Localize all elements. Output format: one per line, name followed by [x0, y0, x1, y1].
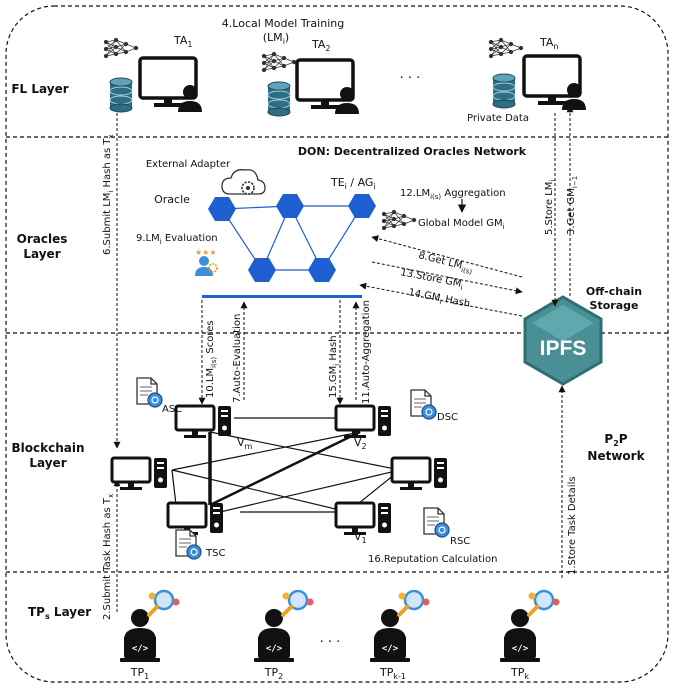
step15-label: 15.GMi Hash — [328, 335, 341, 398]
network-label: Network — [587, 449, 645, 463]
external-adapter-label: External Adapter — [146, 159, 231, 170]
step9-label: 9.LMi Evaluation — [136, 233, 218, 246]
asc-contract-icon — [136, 377, 163, 408]
vm-label: Vm — [237, 436, 253, 451]
ta-ellipsis: · · · — [400, 71, 421, 86]
oracles-layer-label: Oracles — [17, 232, 68, 246]
oracle-node-3 — [348, 194, 376, 218]
tan-label: TAn — [539, 36, 558, 51]
don-title: DON: Decentralized Oracles Network — [298, 145, 527, 158]
step4-label: 4.Local Model Training — [222, 17, 344, 30]
svg-text:★★★: ★★★ — [195, 248, 217, 257]
validator-v1-computer — [334, 501, 393, 537]
oracles-layer-label-2: Layer — [23, 247, 60, 261]
tpk1-user-icon — [368, 589, 432, 664]
ta2-computer-icon — [295, 58, 361, 116]
oracle-node-1 — [208, 197, 236, 221]
offchain-label: Off-chain — [586, 285, 642, 298]
vertical-arrows — [113, 105, 574, 612]
step16-label: 16.Reputation Calculation — [368, 554, 497, 565]
tp2-user-icon — [252, 589, 316, 664]
fl-layer-label: FL Layer — [11, 82, 68, 96]
step10-label: 10.LMi(s) Scores — [205, 320, 218, 398]
blockchain-links — [171, 417, 401, 513]
database-icon — [492, 73, 516, 109]
tp1-user-icon — [118, 589, 182, 664]
tp-ellipsis: · · · — [320, 635, 341, 650]
blockchain-layer-label-2: Layer — [29, 456, 66, 470]
arrow-step8 — [371, 235, 523, 278]
global-model-icon — [381, 209, 417, 231]
cloud-gear-icon — [221, 169, 266, 195]
tpk1-label: TPk-1 — [379, 666, 406, 681]
step5-label: 5.Store LMi — [544, 180, 557, 235]
tpk-user-icon — [498, 589, 562, 664]
step7-label: 7.Auto-Evaluation — [232, 314, 243, 403]
private-data-label: Private Data — [467, 113, 529, 124]
blockchain-layer-label: Blockchain — [11, 441, 84, 455]
tp1-label: TP1 — [130, 666, 149, 681]
ta1-computer-icon — [138, 56, 204, 114]
tsc-label: TSC — [205, 548, 225, 559]
validator-vm-computer — [174, 404, 233, 440]
v2-label: V2 — [354, 436, 367, 451]
svg-text:IPFS: IPFS — [540, 337, 587, 360]
step11-label: 11.Auto-Aggregation — [361, 300, 372, 404]
database-icon — [267, 81, 291, 117]
offchain-label-2: Storage — [590, 299, 639, 312]
step4-label-lm: (LMi) — [263, 31, 289, 46]
validator-right-computer — [390, 456, 449, 492]
p2p-label: P2P — [604, 432, 627, 448]
oracle-node-5 — [308, 258, 336, 282]
te-ag-label: TEi / AGi — [330, 176, 376, 191]
step3-label: 3.Get GMi−1 — [566, 176, 579, 235]
neural-network-icon — [488, 37, 524, 59]
evaluation-icon: ★★★ — [195, 248, 218, 276]
rsc-contract-icon — [423, 507, 450, 538]
arrow-step13 — [371, 261, 523, 295]
global-model-label: Global Model GMi — [418, 218, 505, 231]
step1-label: 1.Store Task Details — [567, 476, 578, 575]
dsc-label: DSC — [437, 412, 458, 423]
outer-frame — [5, 5, 669, 683]
validator-v2-computer — [334, 404, 393, 440]
neural-network-icon — [261, 51, 297, 73]
oracle-label: Oracle — [154, 193, 190, 206]
v1-label: V1 — [354, 530, 367, 545]
layer-separators — [6, 136, 668, 573]
ta2-label: TA2 — [311, 38, 330, 53]
step6-label: 6.Submit LMi Hash as Tx — [102, 134, 115, 255]
step2-label: 2.Submit Task Hash as Tx — [102, 494, 115, 620]
ipfs-icon: IPFS — [523, 295, 603, 386]
oracle-node-2 — [276, 194, 304, 218]
ta1-label: TA1 — [173, 34, 192, 49]
rsc-label: RSC — [450, 536, 470, 547]
dsc-contract-icon — [410, 389, 437, 420]
arrow-step14 — [359, 282, 523, 317]
asc-label: ASC — [162, 404, 182, 415]
tp2-label: TP2 — [264, 666, 283, 681]
validator-left-computer — [110, 456, 169, 492]
step12-label: 12.LMi(s) Aggregation — [400, 188, 506, 201]
tps-layer-label: TPs Layer — [28, 605, 91, 621]
database-icon — [109, 77, 133, 113]
tan-computer-icon — [522, 54, 588, 112]
neural-network-icon — [103, 37, 139, 59]
oracle-bus-bar — [202, 295, 362, 298]
tpk-label: TPk — [510, 666, 529, 681]
oracle-hexagons — [208, 194, 376, 282]
oracle-node-4 — [248, 258, 276, 282]
